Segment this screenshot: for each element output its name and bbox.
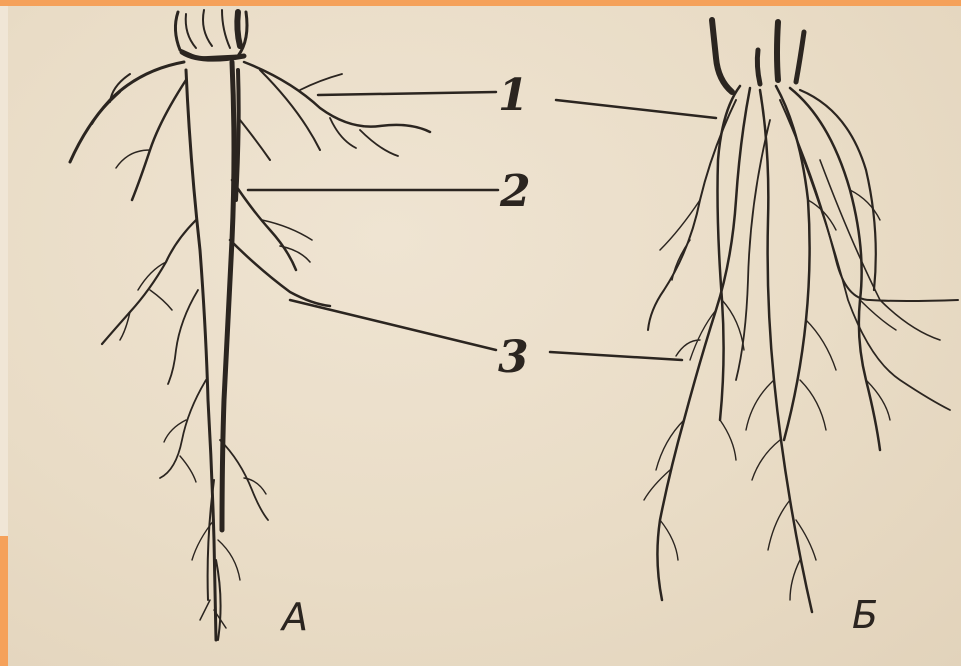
leader-line-3b [550, 352, 682, 360]
fibrous-root-system-illustration [644, 20, 958, 612]
leader-line-3a [290, 300, 496, 350]
label-part-1: 1 [498, 70, 529, 121]
leader-line-1b [556, 100, 716, 118]
main-taproot [186, 70, 216, 640]
taproot-system-illustration [70, 10, 430, 640]
label-part-2: 2 [499, 166, 531, 217]
panel-label-b: Б [852, 593, 878, 637]
leader-line-1a [318, 92, 496, 95]
label-part-3: 3 [498, 332, 529, 383]
panel-label-a: А [279, 595, 308, 639]
